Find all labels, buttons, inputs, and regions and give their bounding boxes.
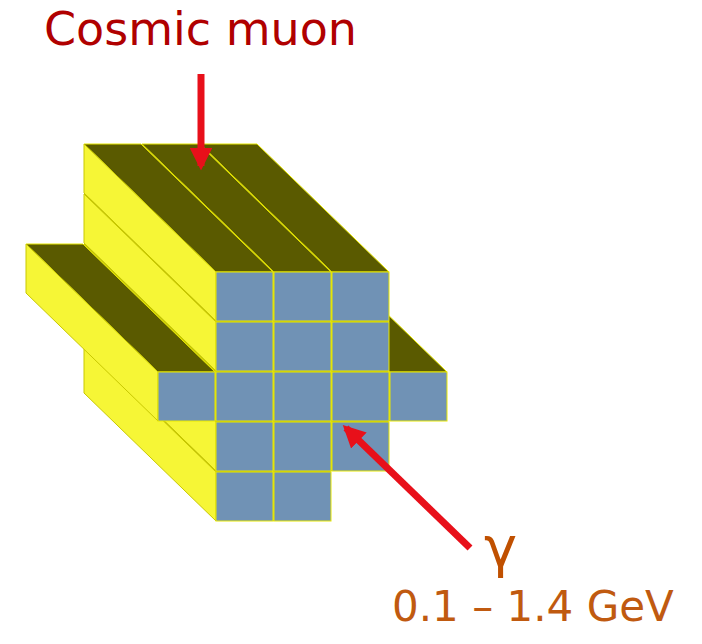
crystal-face: [216, 372, 273, 421]
block-side: [84, 144, 216, 321]
energy-range: 0.1 – 1.4 GeV: [392, 584, 674, 630]
photon-arrow: [346, 428, 470, 548]
crystal-face: [274, 322, 331, 371]
energy-range-wrap: 0.1 – 1.4 GeV: [392, 584, 674, 630]
crystal-face: [274, 422, 331, 471]
crystal-face: [216, 322, 273, 371]
muon-arrow: [198, 74, 205, 166]
particle-label-wrap: Cosmic muon: [44, 4, 357, 55]
crystal-face: [216, 272, 273, 321]
crystal-face: [216, 472, 273, 521]
crystal-face: [216, 422, 273, 471]
crystal-face: [274, 372, 331, 421]
crystal-face: [332, 272, 389, 321]
crystal-face: [390, 372, 447, 421]
crystal-face: [158, 372, 215, 421]
photon-symbol-wrap: γ: [484, 516, 517, 578]
crystal-face: [274, 472, 331, 521]
particle-label: Cosmic muon: [44, 4, 357, 55]
crystal-face: [274, 272, 331, 321]
crystal-face: [332, 372, 389, 421]
photon-symbol: γ: [484, 516, 517, 578]
crystal-face: [332, 322, 389, 371]
